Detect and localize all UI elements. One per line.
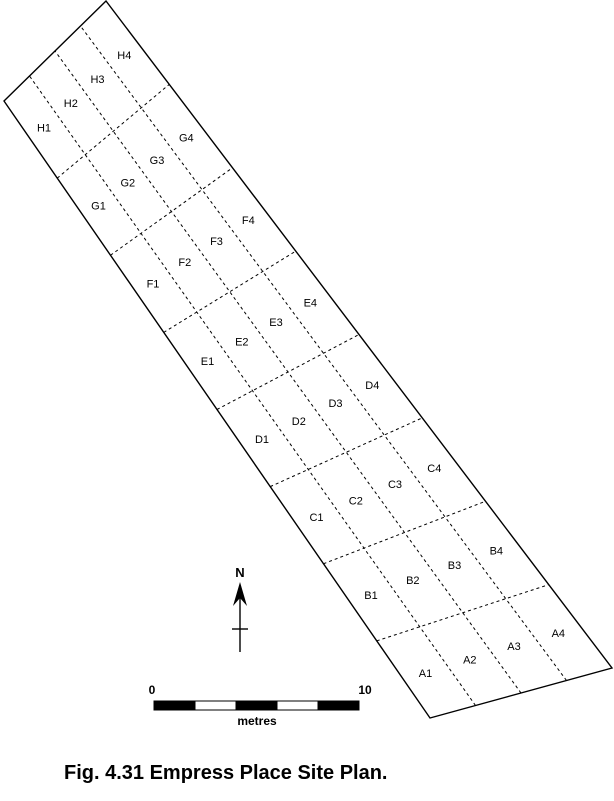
scale-segment-5 [317,700,360,711]
grid-cell-label: B1 [364,590,377,602]
grid-cell-label: F4 [242,215,255,227]
grid-column-divisions [29,25,567,706]
row-division-line [163,250,297,333]
grid-row-divisions [56,83,549,642]
figure-caption: Fig. 4.31 Empress Place Site Plan. [64,762,388,784]
scale-unit-label: metres [237,714,277,728]
grid-cell-label: G1 [91,200,106,212]
grid-cell-label: A3 [507,641,520,653]
scale-segment-1 [153,700,196,711]
grid-cell-label: E3 [269,317,282,329]
scale-segment-3 [235,700,278,711]
row-division-line [270,417,423,488]
grid-cell-label: H2 [64,98,78,110]
grid-cell-label: C4 [427,463,441,475]
grid-cell-label: F2 [178,257,191,269]
grid-cell-label: H3 [90,74,104,86]
scale-bar: 0 10 metres [149,683,372,728]
grid-cell-label: H1 [37,123,51,135]
scale-start-label: 0 [149,683,156,697]
row-division-line [376,584,549,642]
column-division-line [54,50,522,694]
site-boundary [3,0,614,719]
grid-cell-labels: A1 A2 A3 A4 B1 B2 B3 B4 C1 C2 C3 C4 D1 D2 D3 D4 E1 E2 E3 E4… [37,50,565,680]
grid-cell-label: G4 [179,132,194,144]
scale-segment-4 [276,700,319,711]
grid-cell-label: D2 [292,416,306,428]
grid-cell-label: A4 [552,628,565,640]
grid-cell-label: B4 [490,545,503,557]
grid-cell-label: A2 [463,655,476,667]
site-outline [3,0,614,719]
column-division-line [80,25,567,681]
grid-cell-label: B3 [448,560,461,572]
row-division-line [56,83,170,179]
grid-cell-label: H4 [117,50,131,62]
grid-cell-label: F1 [147,278,160,290]
grid-cell-label: A1 [419,668,432,680]
grid-cell-label: C1 [309,512,323,524]
grid-cell-label: D1 [255,434,269,446]
scale-segment-2 [194,700,237,711]
north-arrow-head-icon [233,582,247,606]
grid-cell-label: G2 [120,178,135,190]
north-arrow-label: N [235,565,244,580]
scale-end-label: 10 [358,683,372,697]
grid-cell-label: E2 [235,337,248,349]
grid-cell-label: D3 [328,398,342,410]
row-division-line [110,167,233,256]
grid-cell-label: C3 [388,479,402,491]
grid-cell-label: B2 [406,575,419,587]
north-arrow: N [232,565,248,652]
grid-cell-label: E1 [201,356,214,368]
column-division-line [29,75,476,706]
grid-cell-label: F3 [210,236,223,248]
grid-cell-label: E4 [304,298,317,310]
grid-cell-label: D4 [365,380,379,392]
grid-cell-label: C2 [349,496,363,508]
grid-cell-label: G3 [150,155,165,167]
